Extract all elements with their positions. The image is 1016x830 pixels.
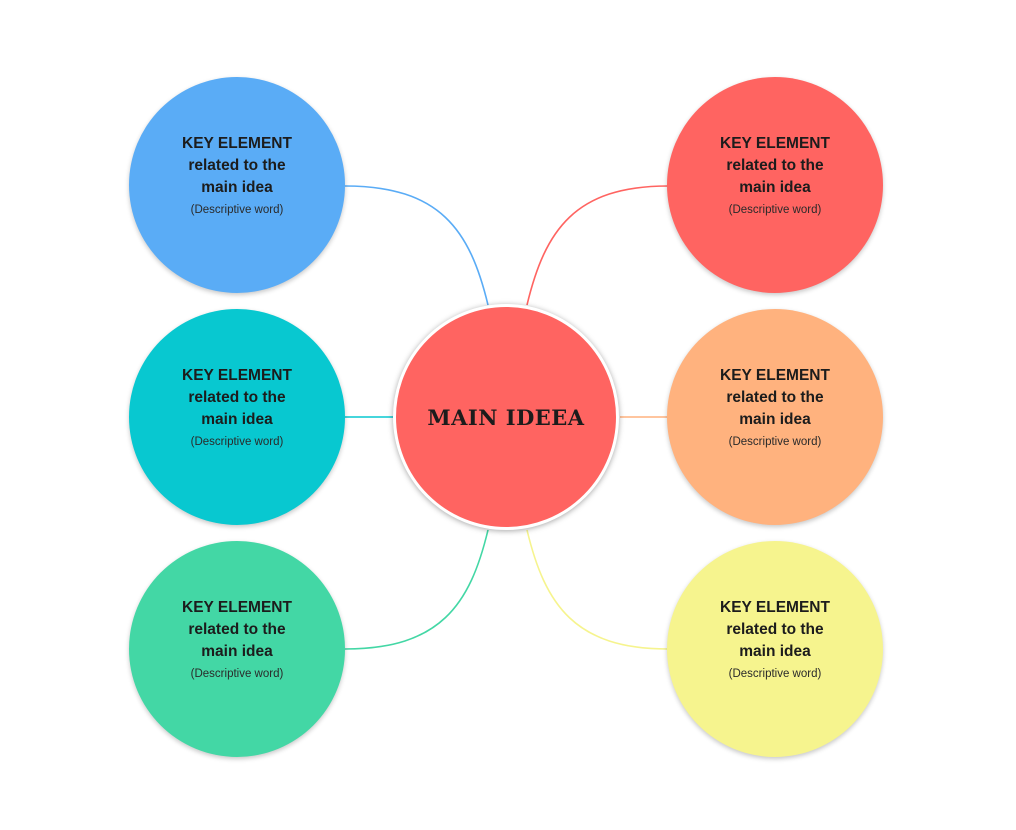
key-element-title: KEY ELEMENT related to the main idea: [182, 134, 292, 196]
main-idea-node[interactable]: MAIN IDEEA: [393, 304, 619, 530]
key-element-title: KEY ELEMENT related to the main idea: [720, 366, 830, 428]
connector-bottom-left: [344, 529, 489, 650]
connector-bottom-right: [526, 529, 669, 650]
key-element-node-top-right[interactable]: KEY ELEMENT related to the main idea (De…: [667, 77, 883, 293]
key-element-description: (Descriptive word): [190, 435, 284, 448]
key-element-node-bottom-left[interactable]: KEY ELEMENT related to the main idea (De…: [129, 541, 345, 757]
key-element-description: (Descriptive word): [190, 667, 284, 680]
key-element-description: (Descriptive word): [728, 203, 822, 216]
connector-top-right: [526, 185, 669, 306]
key-element-description: (Descriptive word): [190, 203, 284, 216]
key-element-node-bottom-right[interactable]: KEY ELEMENT related to the main idea (De…: [667, 541, 883, 757]
key-element-node-middle-left[interactable]: KEY ELEMENT related to the main idea (De…: [129, 309, 345, 525]
key-element-title: KEY ELEMENT related to the main idea: [720, 598, 830, 660]
key-element-description: (Descriptive word): [728, 435, 822, 448]
connector-top-left: [344, 185, 489, 306]
main-idea-label: MAIN IDEEA: [427, 404, 585, 430]
key-element-description: (Descriptive word): [728, 667, 822, 680]
key-element-title: KEY ELEMENT related to the main idea: [182, 598, 292, 660]
key-element-title: KEY ELEMENT related to the main idea: [720, 134, 830, 196]
key-element-node-top-left[interactable]: KEY ELEMENT related to the main idea (De…: [129, 77, 345, 293]
key-element-title: KEY ELEMENT related to the main idea: [182, 366, 292, 428]
key-element-node-middle-right[interactable]: KEY ELEMENT related to the main idea (De…: [667, 309, 883, 525]
